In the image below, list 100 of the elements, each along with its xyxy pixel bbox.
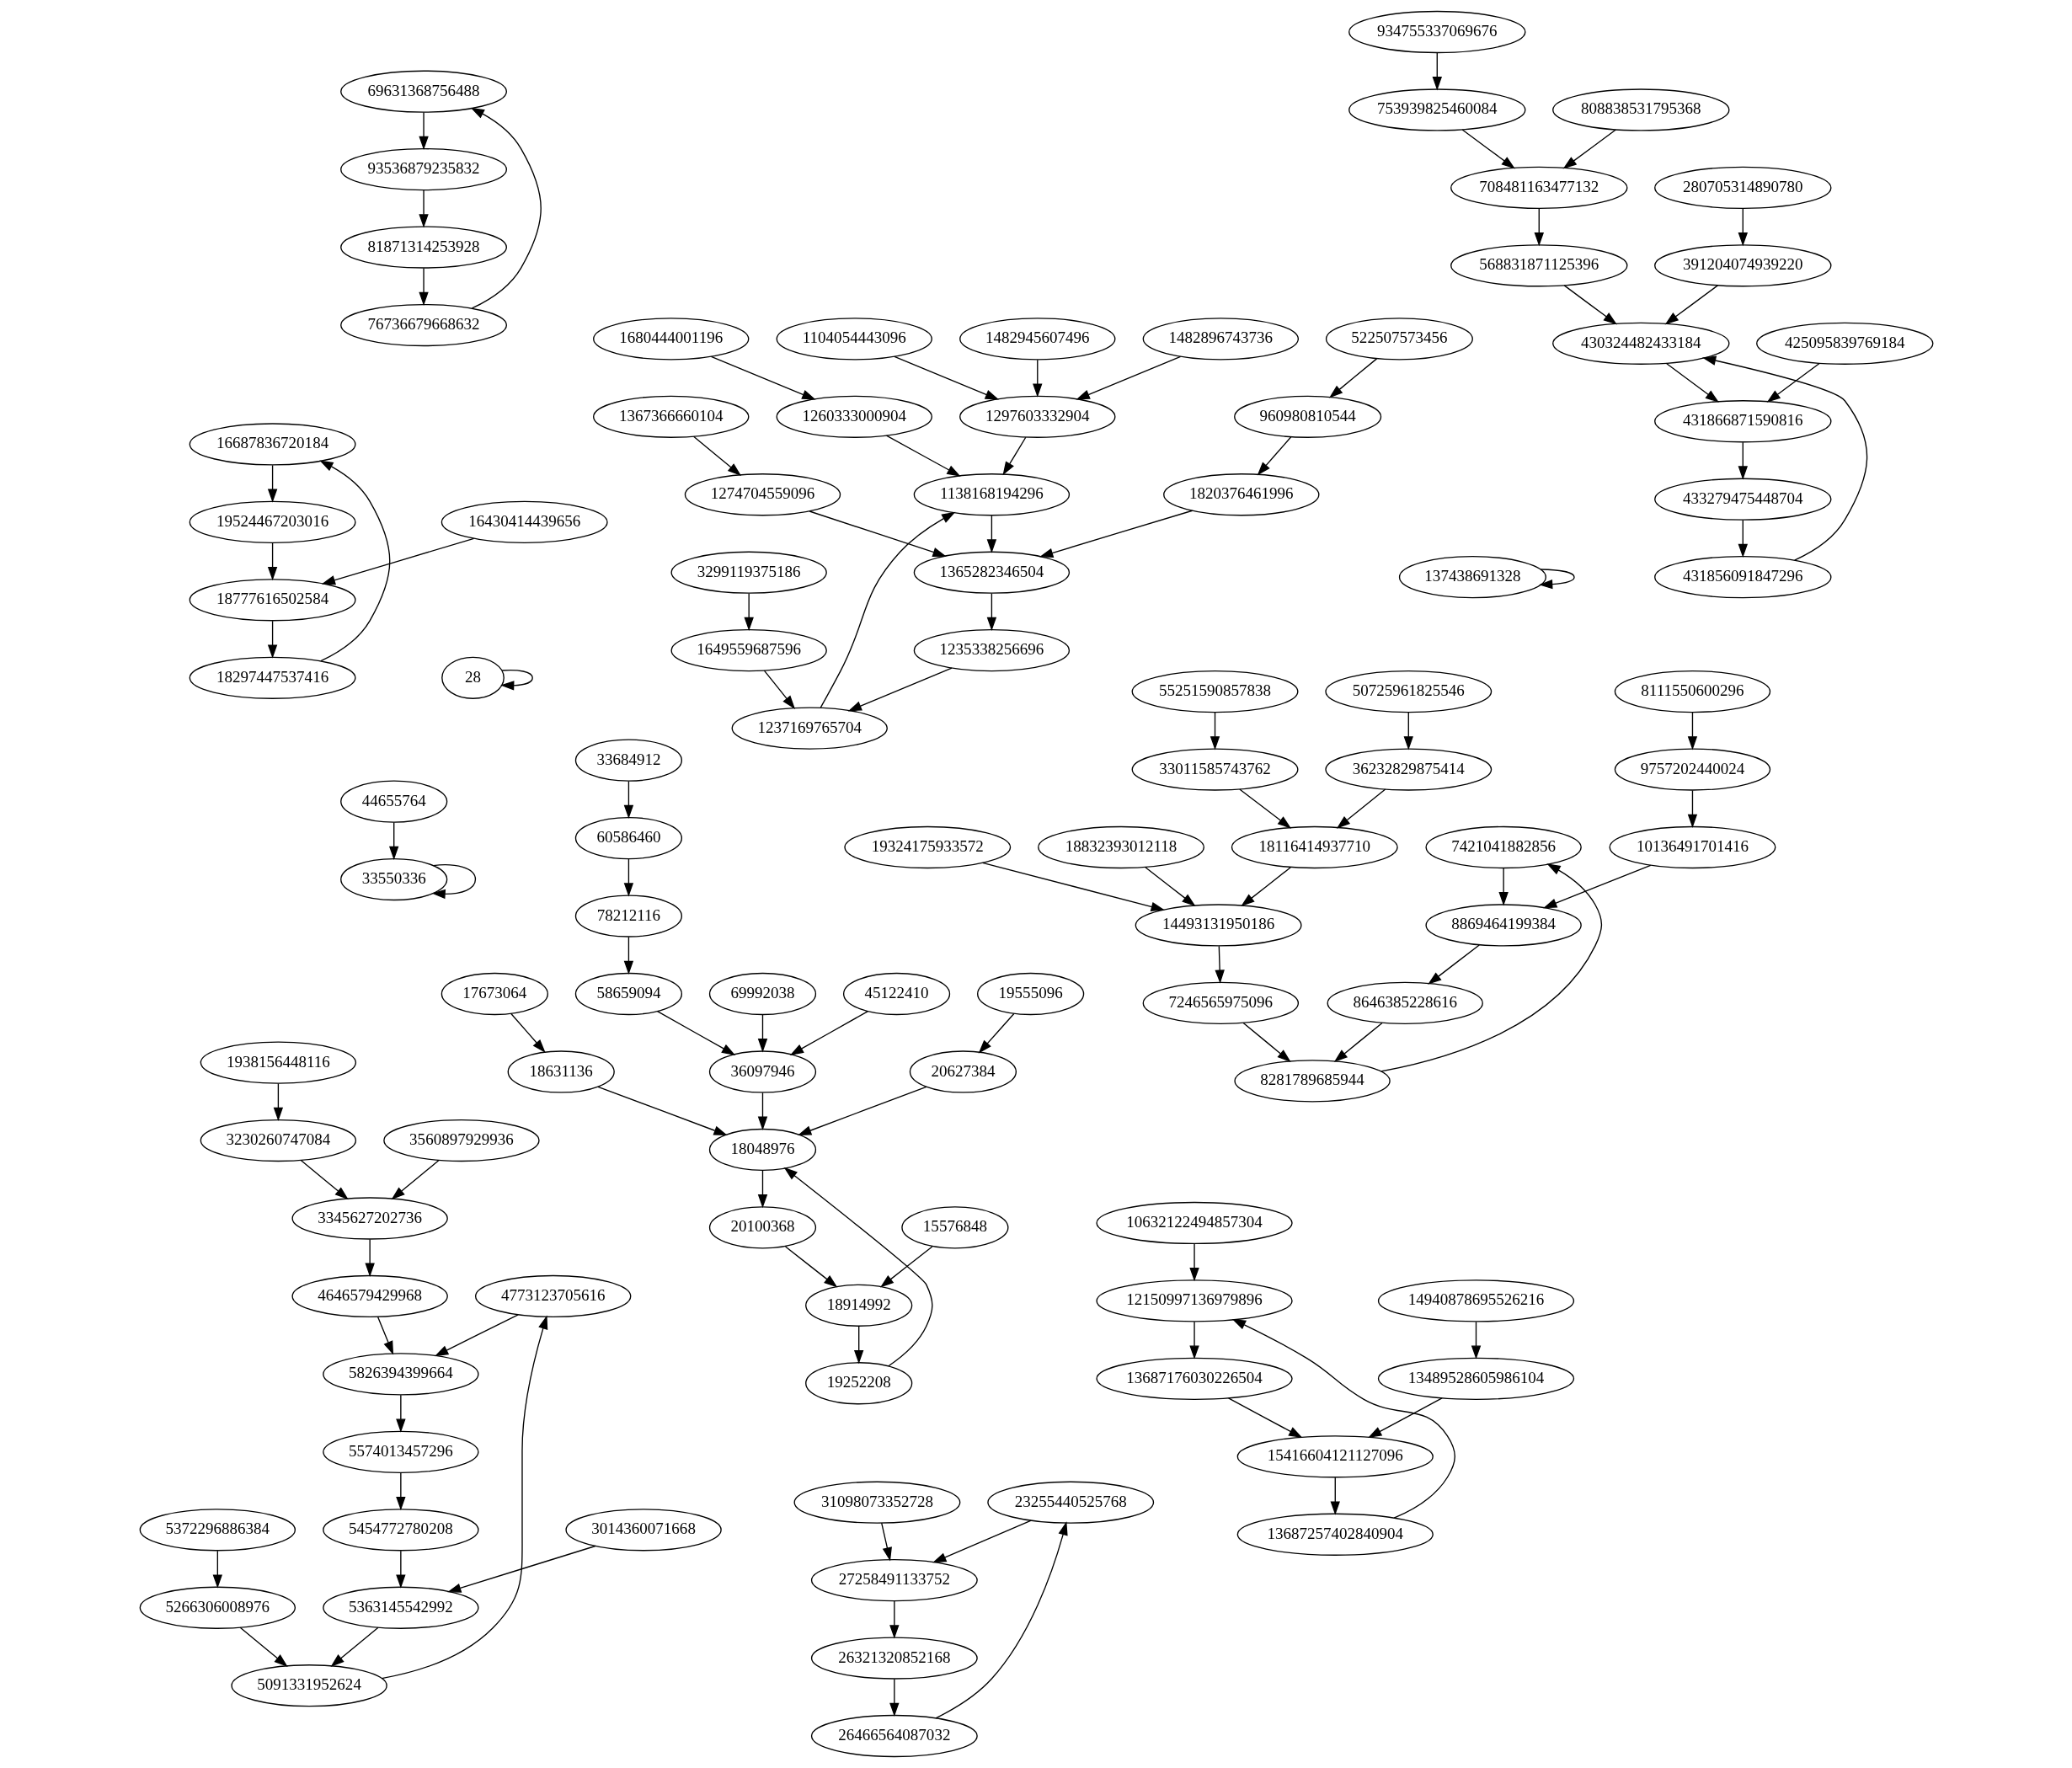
arrow [1432,52,1442,91]
node-ellipse: 33684912 [574,739,682,782]
arrow [757,1170,767,1209]
node-ellipse: 522507573456 [1325,318,1473,361]
arrow [391,1159,440,1200]
arrow [820,511,955,708]
node-ellipse: 10136491701416 [1609,825,1776,869]
node-ellipse: 1649559687596 [670,629,827,672]
arrow [1766,362,1820,403]
arrow [1562,129,1616,169]
node-ellipse: 15576848 [900,1206,1008,1249]
node-ellipse: 19252208 [804,1362,912,1405]
arrow [1328,358,1377,398]
arrow [1144,866,1196,907]
node-ellipse: 31098073352728 [793,1481,960,1524]
arrow [656,1010,735,1055]
arrow [1380,863,1602,1072]
arrow [623,780,633,820]
arrow [1227,1397,1302,1439]
node-ellipse: 12150997136979896 [1095,1279,1293,1322]
node-ellipse: 3230260747084 [200,1119,356,1162]
arrow [1240,866,1291,907]
arrow [1538,569,1575,590]
node-ellipse: 8869464199384 [1424,904,1582,947]
arrow [395,1472,406,1511]
arrow [1330,1477,1340,1515]
node-ellipse: 15416604121127096 [1236,1435,1434,1478]
arrow [623,858,633,897]
node-ellipse: 69992038 [708,972,816,1016]
node-ellipse: 1260333000904 [776,395,932,438]
node-ellipse: 16430414439656 [441,500,608,544]
arrow [1039,510,1193,558]
arrow [885,435,961,477]
arrow [1738,441,1748,480]
arrow [1403,712,1413,750]
node-ellipse: 1938156448116 [200,1041,356,1084]
arrow [267,620,277,659]
arrow [1687,789,1697,828]
node-ellipse: 50725961825546 [1324,670,1492,713]
arrow [430,864,476,900]
node-ellipse: 19324175933572 [843,825,1011,869]
arrow [1738,519,1748,558]
arrow [470,107,542,309]
node-ellipse: 4773123705616 [474,1274,631,1318]
node-ellipse: 93536879235832 [339,148,507,191]
node-ellipse: 1482896743736 [1142,318,1299,361]
arrow [381,1315,547,1680]
node-ellipse: 28 [441,656,505,699]
node-ellipse: 76736679668632 [339,303,507,347]
node-ellipse: 18116414937710 [1231,825,1398,869]
node-ellipse: 4646579429968 [291,1274,448,1318]
node-ellipse: 20100368 [708,1206,816,1249]
node-ellipse: 431866871590816 [1653,400,1831,443]
arrow [1032,359,1042,398]
node-ellipse: 5363145542992 [322,1586,479,1629]
arrow [1257,436,1291,476]
node-ellipse: 13687176030226504 [1095,1357,1293,1400]
arrow [893,355,999,400]
node-ellipse: 13687257402840904 [1236,1513,1434,1556]
arrow [1701,355,1867,561]
node-ellipse: 137438691328 [1398,556,1546,599]
arrow [510,1012,546,1054]
node-ellipse: 1138168194296 [913,473,1070,516]
arrow [1333,1022,1383,1063]
arrow [1427,944,1480,985]
node-ellipse: 3345627202736 [291,1197,448,1240]
node-ellipse: 8281789685944 [1233,1060,1391,1103]
node-ellipse: 14493131950186 [1135,904,1302,947]
node-ellipse: 1820376461996 [1162,473,1319,516]
arrow [1687,712,1697,750]
node-ellipse: 14940878695526216 [1377,1279,1574,1322]
arrow [1461,129,1515,169]
arrow [395,1394,406,1433]
arrow [1188,1243,1199,1282]
arrow [1238,788,1291,829]
node-ellipse: 18914992 [804,1284,912,1327]
arrow [932,1520,1032,1563]
arrow [1242,1022,1291,1063]
node-ellipse: 13489528605986104 [1377,1357,1574,1400]
node-ellipse: 425095839769184 [1755,322,1933,365]
node-ellipse: 960980810544 [1233,395,1381,438]
node-ellipse: 3299119375186 [670,551,827,594]
arrow [789,1010,868,1055]
arrow [797,1086,927,1135]
node-ellipse: 18832393012118 [1037,825,1204,869]
node-ellipse: 20627384 [909,1050,1017,1093]
arrow [388,821,398,861]
arrow [880,1522,892,1562]
node-ellipse: 1365282346504 [913,551,1070,594]
node-ellipse: 1104054443096 [776,318,932,361]
arrow [318,460,390,662]
arrow [212,1550,222,1589]
node-ellipse: 27258491133752 [810,1558,978,1602]
arrow [879,1246,932,1288]
node-ellipse: 17673064 [441,972,548,1016]
node-ellipse: 7246565975096 [1142,981,1299,1025]
arrow [783,1167,933,1367]
arrow [329,1626,379,1667]
arrow [446,1545,595,1593]
node-ellipse: 9757202440024 [1614,748,1770,791]
